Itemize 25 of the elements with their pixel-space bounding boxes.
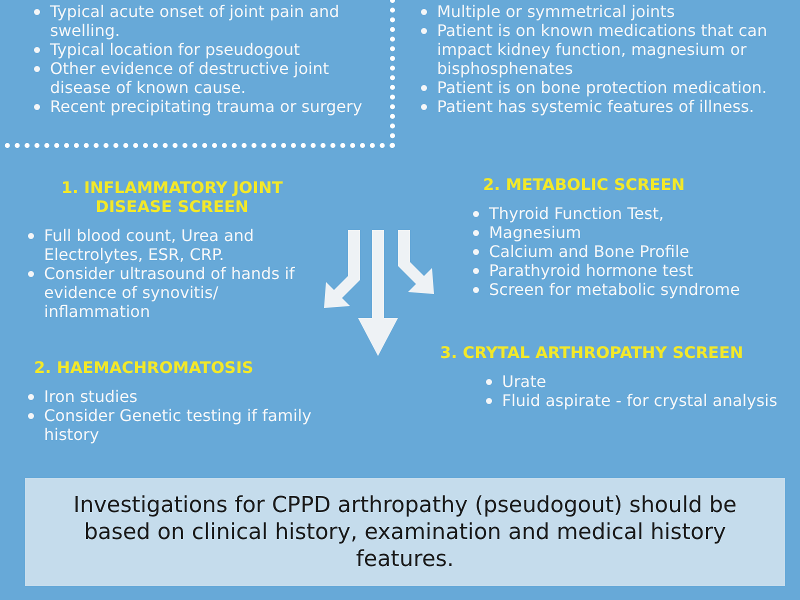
bullet-text: Recent precipitating trauma or surgery xyxy=(50,97,364,116)
bullet-text: Fluid aspirate - for crystal analysis xyxy=(502,391,778,410)
bullet-text: Patient is on known medications that can impact kidney function, magnesium or bisphosphenates xyxy=(437,21,768,78)
bullet-text: Consider Genetic testing if family history xyxy=(44,406,312,444)
bullet-text: Full blood count, Urea and Electrolytes, ESR, CRP. xyxy=(44,226,255,264)
summary-text: Investigations for CPPD arthropathy (pseudogout) should be based on clinical history, examination and medical history features. xyxy=(72,492,738,572)
bullet-text: Iron studies xyxy=(44,387,138,406)
summary-box xyxy=(25,478,785,586)
bullet-text: Consider ultrasound of hands if evidence of synovitis/ inflammation xyxy=(44,264,296,321)
bullet-text: Calcium and Bone Profile xyxy=(489,242,690,261)
section-heading: 1. INFLAMMATORY JOINT DISEASE SCREEN xyxy=(61,178,283,216)
bullet-text: Magnesium xyxy=(489,223,582,242)
bullet-text: Typical acute onset of joint pain and swelling. xyxy=(50,2,340,40)
bullet-text: Parathyroid hormone test xyxy=(489,261,694,280)
bullet-text: Multiple or symmetrical joints xyxy=(437,2,676,21)
bullet-text: Thyroid Function Test, xyxy=(489,204,665,223)
section-heading: 2. METABOLIC SCREEN xyxy=(483,175,685,194)
bullet-text: Screen for metabolic syndrome xyxy=(489,280,741,299)
bullet-text: Patient has systemic features of illness. xyxy=(437,97,756,116)
bullet-text: Typical location for pseudogout xyxy=(50,40,301,59)
bullet-text: Urate xyxy=(502,372,548,391)
section-heading: 2. HAEMACHROMATOSIS xyxy=(34,358,254,377)
bullet-text: Patient is on bone protection medication. xyxy=(437,78,768,97)
bullet-text: Other evidence of destructive joint disease of known cause. xyxy=(50,59,330,97)
section-heading: 3. CRYTAL ARTHROPATHY SCREEN xyxy=(440,343,744,362)
